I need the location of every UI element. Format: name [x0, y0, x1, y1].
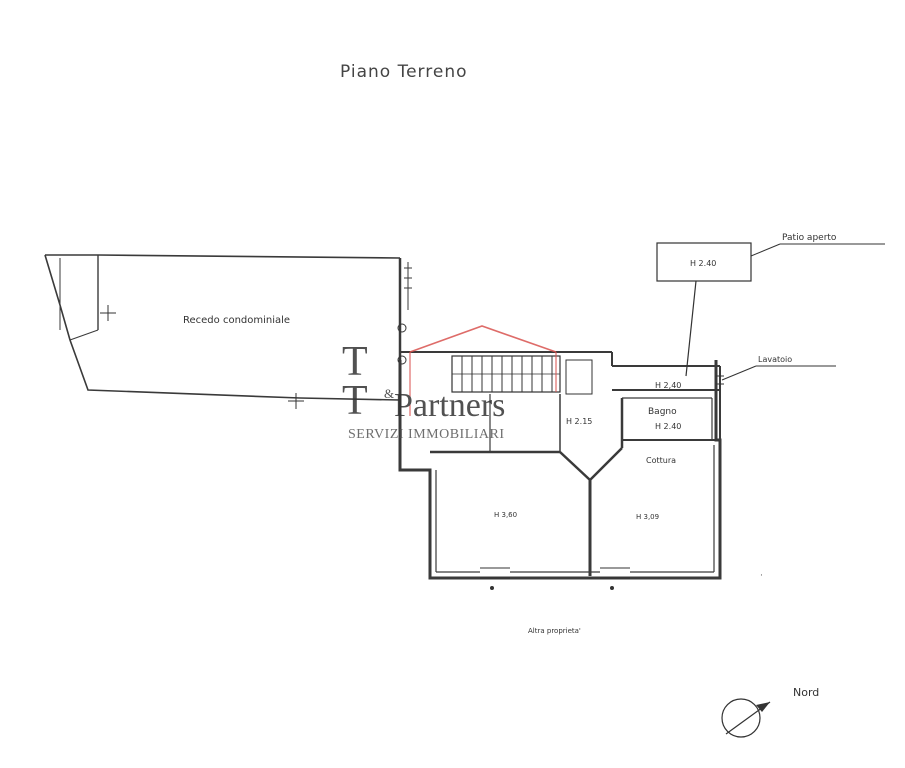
- porch-callout-label: Patio aperto: [782, 233, 837, 243]
- interior-walls: [430, 389, 720, 576]
- svg-text:·: ·: [760, 571, 763, 581]
- bottom-note: Altra proprieta': [528, 627, 581, 635]
- logo-letter-bottom: T: [342, 378, 368, 424]
- bathroom-label: Bagno: [648, 407, 677, 417]
- logo-subtitle: SERVIZI IMMOBILIARI: [348, 427, 505, 442]
- openings: [480, 375, 724, 590]
- north-arrow: Nord: [721, 686, 819, 738]
- logo-ampersand: &: [384, 386, 394, 401]
- logo-name: Partners: [394, 387, 505, 424]
- left-room-height-label: H 3,60: [494, 511, 517, 519]
- staircase: [451, 355, 593, 395]
- room-labels: H 2,40 Bagno H 2.40 H 2.15 Cottura H 3,6…: [494, 381, 681, 521]
- porch-box-height-label: H 2.40: [690, 259, 716, 268]
- porch-height-label: H 2,40: [655, 381, 681, 390]
- bathroom-height-label: H 2.40: [655, 422, 681, 431]
- watermark-logo: T & T Partners SERVIZI IMMOBILIARI: [342, 325, 557, 442]
- roof-icon: [409, 325, 557, 353]
- laundry-callout: Lavatoio: [721, 355, 836, 381]
- hall-height-label: H 2.15: [566, 417, 592, 426]
- porch-callout: H 2.40 Patio aperto: [656, 233, 885, 377]
- courtyard-label: Recedo condominiale: [183, 315, 290, 326]
- logo-letter-top: T: [342, 339, 368, 385]
- plan-title: Piano Terreno: [340, 62, 468, 82]
- compass-icon: [721, 698, 761, 738]
- kitchen-label: Cottura: [646, 456, 676, 465]
- right-room-height-label: H 3,09: [636, 513, 659, 521]
- laundry-callout-label: Lavatoio: [758, 355, 792, 364]
- courtyard-area: Recedo condominiale: [44, 254, 412, 409]
- north-label: Nord: [793, 686, 819, 699]
